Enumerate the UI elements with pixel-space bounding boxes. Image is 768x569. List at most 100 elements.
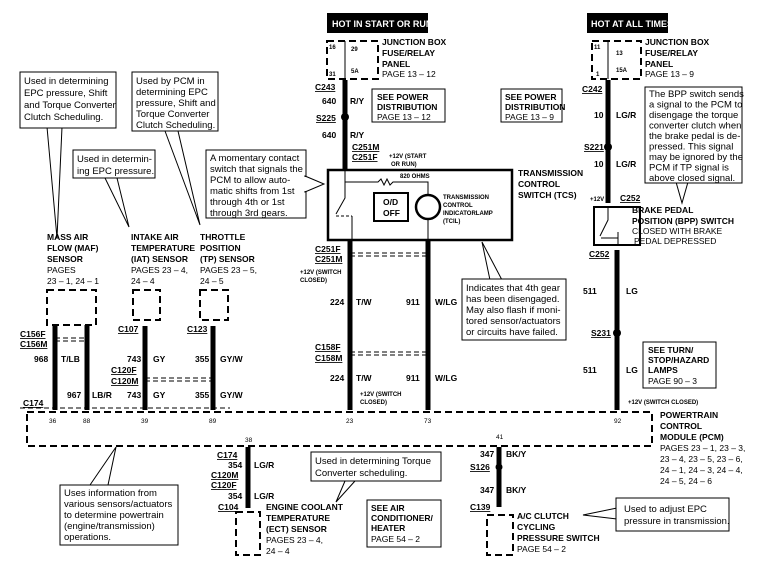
- svg-text:and Torque Converter: and Torque Converter: [24, 100, 116, 111]
- splice-s126: [495, 463, 503, 471]
- svg-text:Indicates that 4th gear: Indicates that 4th gear: [466, 283, 560, 294]
- connector-c243: C243: [315, 82, 336, 92]
- wire-911-color-2: W/LG: [435, 373, 458, 383]
- jbox-left-fuse-5a: 5A: [351, 69, 359, 75]
- wire-347-number-2: 347: [480, 485, 494, 495]
- svg-text:switch that signals the: switch that signals the: [210, 164, 303, 175]
- see-power-left-page: PAGE 13 – 12: [377, 112, 431, 122]
- voltage-12v: +12V: [590, 197, 604, 203]
- connector-c252: C252: [589, 249, 610, 259]
- svg-text:converter clutch when: converter clutch when: [649, 121, 741, 132]
- callout-ect: Used in determining Torque Converter sch…: [310, 451, 442, 503]
- voltage-switch-closed-4: CLOSED): [360, 400, 387, 406]
- wire-10-number: 10: [594, 110, 604, 120]
- see-power-distribution-right[interactable]: SEE POWER DISTRIBUTION PAGE 13 – 9: [500, 88, 565, 123]
- wire-640-color: R/Y: [350, 96, 365, 106]
- pin-23: 23: [346, 418, 354, 425]
- od-off-button: [373, 192, 409, 222]
- bpp-label-2: POSITION (BPP) SWITCH: [632, 216, 734, 226]
- see-air-conditioner-heater[interactable]: SEE AIR CONDITIONER/ HEATER PAGE 54 – 2: [366, 499, 442, 548]
- wire-354-color-2: LG/R: [254, 491, 274, 501]
- voltage-switch-closed-2: CLOSED): [300, 278, 327, 284]
- svg-text:PCM if TP signal is: PCM if TP signal is: [649, 163, 729, 174]
- hot-in-start-or-run-bar: [327, 13, 428, 33]
- connector-c139: C139: [470, 502, 491, 512]
- ac-label-1: A/C CLUTCH: [517, 511, 569, 521]
- connector-c104: C104: [218, 502, 239, 512]
- see-air-3: HEATER: [371, 523, 405, 533]
- jbox-left-pin-16: 16: [329, 45, 336, 51]
- svg-text:A momentary contact: A momentary contact: [210, 153, 300, 164]
- wire-354-number-2: 354: [228, 491, 242, 501]
- see-air-2: CONDITIONER/: [371, 513, 434, 523]
- jbox-left-label-1: JUNCTION BOX: [382, 37, 447, 47]
- jbox-left-label-2: FUSE/RELAY: [382, 48, 435, 58]
- voltage-start-run-1: +12V (START: [389, 154, 427, 160]
- ac-label-2: CYCLING: [517, 522, 556, 532]
- wire-911-number: 911: [406, 297, 420, 307]
- ac-label-3: PRESSURE SWITCH: [517, 533, 600, 543]
- jbox-left-page: PAGE 13 – 12: [382, 69, 436, 79]
- resistor-820-ohms: [344, 170, 429, 195]
- wire-347-number: 347: [480, 449, 494, 459]
- pcm-label-1: POWERTRAIN: [660, 410, 718, 420]
- see-turn-stop-hazard-lamps[interactable]: SEE TURN/ STOP/HAZARD LAMPS PAGE 90 – 3: [642, 341, 717, 389]
- bpp-desc-2: PEDAL DEPRESSED: [634, 236, 716, 246]
- splice-s225-label: S225: [316, 113, 336, 123]
- iat-label-2: TEMPERATURE: [131, 243, 195, 253]
- resistor-label: 820 OHMS: [400, 174, 430, 180]
- wire-347-color-2: BK/Y: [506, 485, 527, 495]
- svg-text:May also flash if moni-: May also flash if moni-: [466, 305, 561, 316]
- connector-c251m: C251M: [315, 254, 342, 264]
- voltage-switch-closed-3: +12V (SWITCH: [360, 392, 402, 398]
- see-power-distribution-left[interactable]: SEE POWER DISTRIBUTION PAGE 13 – 12: [371, 88, 446, 123]
- wire-354-number: 354: [228, 460, 242, 470]
- svg-text:through 3rd gears.: through 3rd gears.: [210, 208, 288, 219]
- callout-iat: Used in determin- ing EPC pressure.: [72, 149, 156, 228]
- svg-text:ing EPC pressure.: ing EPC pressure.: [77, 166, 154, 177]
- voltage-switch-closed-pcm: +12V (SWITCH CLOSED): [628, 400, 698, 406]
- callout-bpp: The BPP switch sends a signal to the PCM…: [644, 86, 744, 205]
- tp-pages-1: PAGES 23 – 5,: [200, 265, 257, 275]
- connector-c120m: C120M: [111, 376, 138, 386]
- wire-224-color: T/W: [356, 297, 373, 307]
- svg-text:Used in determin-: Used in determin-: [77, 154, 152, 165]
- svg-text:PCM to allow auto-: PCM to allow auto-: [210, 175, 290, 186]
- tcil-label-1: TRANSMISSION: [443, 195, 489, 201]
- pin-73: 73: [424, 418, 432, 425]
- callout-pcm: Uses information from various sensors/ac…: [59, 446, 179, 546]
- maf-sensor-outline: [46, 289, 97, 326]
- bpp-switch-box: [593, 206, 641, 246]
- callout-maf: Used in determining EPC pressure, Shift …: [19, 71, 117, 239]
- splice-s225: [341, 113, 349, 121]
- wire-224-color-2: T/W: [356, 373, 373, 383]
- svg-text:may be ignored by the: may be ignored by the: [649, 152, 743, 163]
- connector-c251m-top: C251M: [352, 142, 379, 152]
- connector-c156m: C156M: [20, 339, 47, 349]
- see-power-left-2: DISTRIBUTION: [377, 102, 437, 112]
- tcs-label-3: SWITCH (TCS): [518, 190, 577, 200]
- see-power-right-1: SEE POWER: [505, 92, 556, 102]
- callout-tcil: Indicates that 4th gear has been disenga…: [461, 241, 567, 341]
- wire-967-number: 967: [67, 390, 81, 400]
- splice-s231-label: S231: [591, 328, 611, 338]
- see-turn-3: LAMPS: [648, 365, 678, 375]
- pcm-module-outline: [26, 411, 653, 447]
- jbox-right-page: PAGE 13 – 9: [645, 69, 694, 79]
- svg-text:Used by PCM in: Used by PCM in: [136, 76, 205, 87]
- wire-224-number: 224: [330, 297, 344, 307]
- pcm-pages-4: 24 – 5, 24 – 6: [660, 476, 712, 486]
- see-turn-2: STOP/HAZARD: [648, 355, 709, 365]
- connector-c252-top: C252: [620, 193, 641, 203]
- jbox-left-label-3: PANEL: [382, 59, 410, 69]
- tp-label-1: THROTTLE: [200, 232, 246, 242]
- pin-39: 39: [141, 418, 149, 425]
- ac-switch-outline: [486, 514, 514, 556]
- ect-label-3: (ECT) SENSOR: [266, 524, 327, 534]
- bpp-switch-icon: [599, 207, 609, 237]
- voltage-switch-closed-1: +12V (SWITCH: [300, 270, 342, 276]
- connector-c174-ect: C174: [217, 450, 238, 460]
- ac-pages: PAGE 54 – 2: [517, 544, 566, 554]
- svg-text:operations.: operations.: [64, 532, 111, 543]
- svg-text:or circuits have failed.: or circuits have failed.: [466, 327, 558, 338]
